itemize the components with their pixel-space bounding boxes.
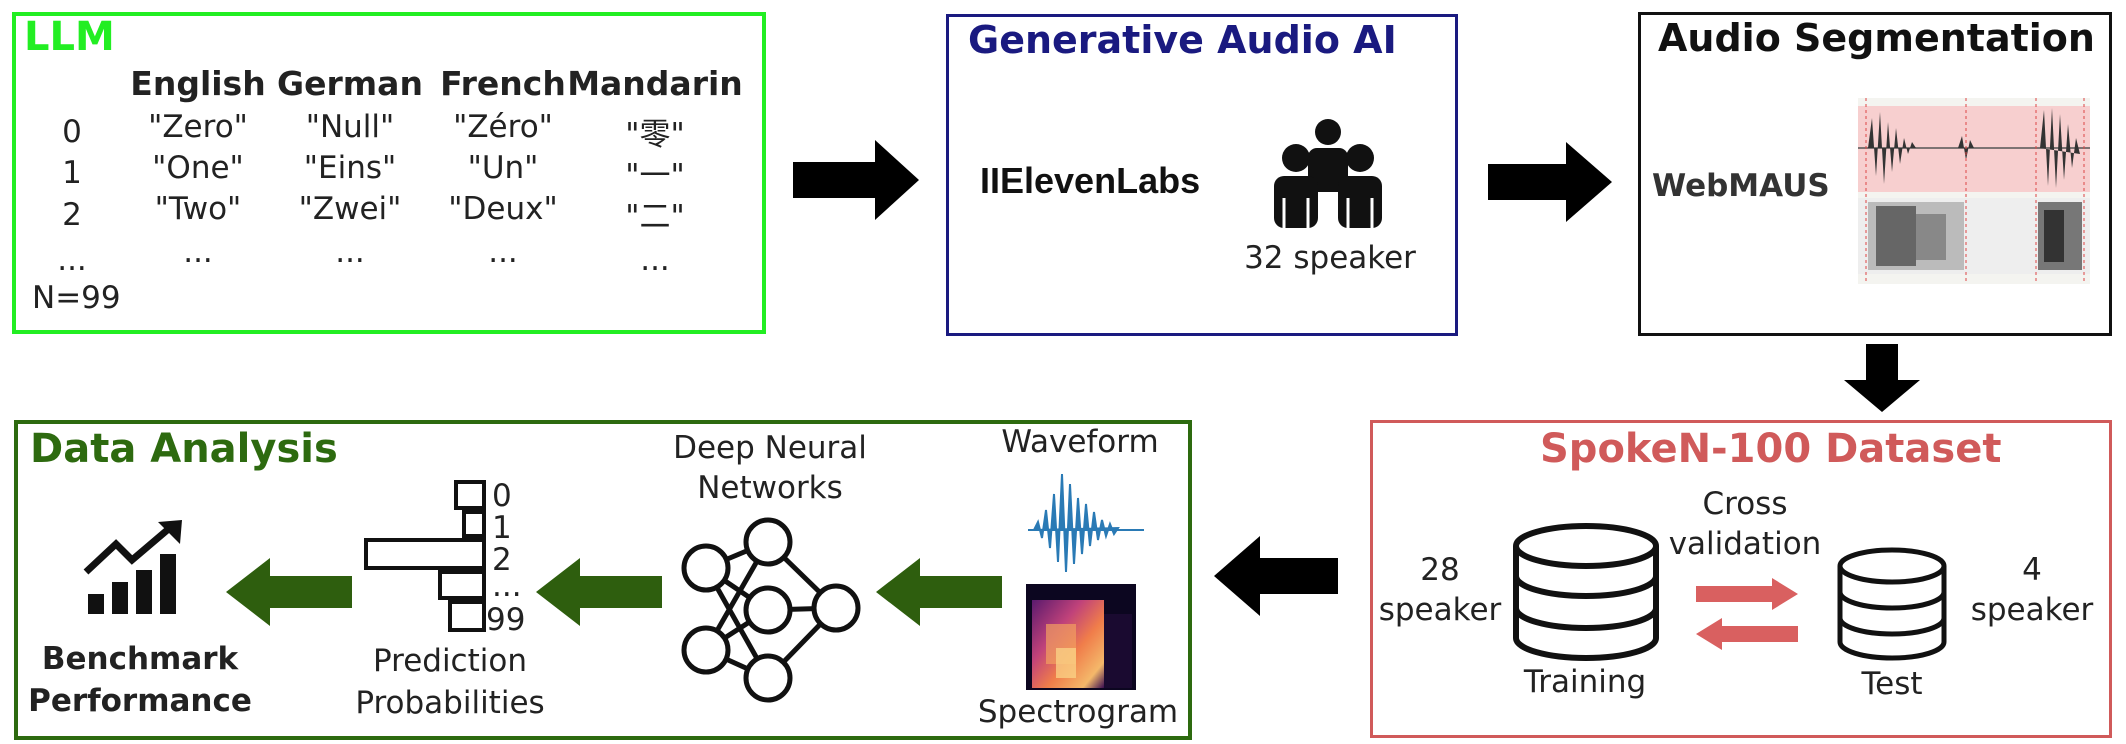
llm-cell: "Null" (305, 109, 395, 145)
llm-cell: ... (640, 242, 670, 278)
dataset-title: SpokeN-100 Dataset (1540, 426, 2002, 472)
waveform-label: Waveform (1001, 424, 1159, 460)
llm-cell: ... (488, 234, 518, 270)
segmentation-title: Audio Segmentation (1658, 16, 2095, 60)
llm-cell: "Zero" (148, 109, 248, 145)
train-speaker-count: 28 speaker (1378, 552, 1502, 628)
dnn-label: Deep Neural Networks (673, 430, 867, 506)
llm-cell: "Zwei" (298, 191, 402, 227)
llm-cell: "Eins" (303, 150, 397, 186)
llm-header-english: English (130, 64, 266, 103)
llm-cell: "零" (625, 117, 685, 153)
llm-header-german: German (277, 64, 423, 103)
spectrogram-image (1026, 584, 1136, 690)
prob-tick: 1 (492, 510, 512, 546)
llm-n-label: N=99 (32, 280, 121, 316)
llm-row-index: 0 (62, 114, 82, 150)
analysis-title: Data Analysis (30, 426, 338, 472)
prob-tick: 99 (486, 602, 526, 638)
llm-cell: "Zéro" (453, 109, 553, 145)
llm-header-french: French (440, 64, 566, 103)
speaker-count-label: 32 speaker (1244, 240, 1416, 276)
llm-cell: "Deux" (448, 191, 558, 227)
llm-cell: "一" (625, 158, 685, 194)
dataset-box (1370, 420, 2112, 738)
generative-title: Generative Audio AI (968, 18, 1397, 62)
llm-cell: ... (335, 234, 365, 270)
test-speaker-count: 4 speaker (1970, 552, 2094, 628)
swap-arrows-icon (1696, 578, 1798, 650)
llm-row-index: 2 (62, 197, 82, 233)
segmentation-box (1638, 12, 2112, 336)
llm-title: LLM (24, 14, 115, 60)
llm-cell: "Two" (154, 191, 242, 227)
neural-network-icon (681, 517, 861, 703)
elevenlabs-logo: IIElevenLabs (980, 160, 1201, 201)
generative-box (946, 14, 1458, 336)
test-database-icon (1837, 547, 1947, 661)
analysis-box (14, 420, 1192, 740)
webmaus-label: WebMAUS (1652, 168, 1830, 204)
training-label: Training (1523, 664, 1647, 700)
arrow-left-icon (226, 558, 352, 626)
llm-header-mandarin: Mandarin (567, 64, 743, 103)
people-group-icon (1274, 119, 1382, 228)
prediction-probabilities-label: Prediction Probabilities (355, 643, 545, 721)
prob-tick: 0 (492, 478, 512, 514)
arrow-right-icon (1488, 142, 1612, 222)
probability-bars-icon (364, 480, 486, 632)
segmentation-preview-image (1858, 98, 2090, 284)
spectrogram-label: Spectrogram (977, 694, 1179, 730)
arrow-left-icon (536, 558, 662, 626)
llm-cell: "One" (152, 150, 244, 186)
cross-validation-label: Cross validation (1668, 486, 1822, 562)
arrow-left-icon (876, 558, 1002, 626)
llm-box (12, 12, 766, 334)
training-database-icon (1513, 523, 1659, 661)
llm-cell: "二" (625, 199, 685, 235)
arrow-left-icon (1214, 536, 1338, 616)
llm-cell: ... (183, 234, 213, 270)
benchmark-performance-label: Benchmark Performance (28, 641, 252, 719)
test-label: Test (1861, 666, 1923, 702)
prob-tick: ... (492, 568, 522, 604)
llm-row-index: 1 (62, 155, 82, 191)
llm-row-index: ... (57, 242, 87, 278)
arrow-down-icon (1844, 344, 1920, 412)
arrow-right-icon (793, 140, 919, 220)
performance-chart-icon (83, 520, 182, 614)
waveform-icon (1028, 473, 1144, 573)
prob-tick: 2 (492, 542, 512, 578)
llm-cell: "Un" (467, 150, 539, 186)
